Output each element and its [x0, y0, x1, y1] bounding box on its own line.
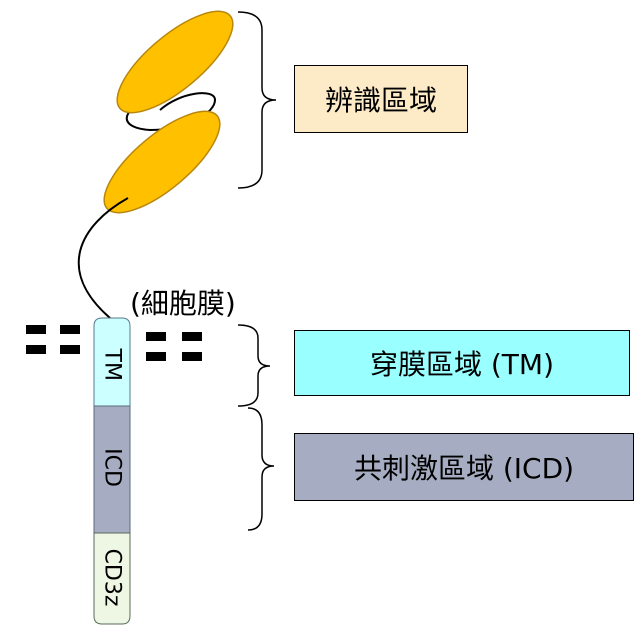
membrane-dash	[60, 345, 80, 354]
membrane-dash	[182, 332, 202, 341]
costimulatory-bracket	[247, 407, 275, 531]
transmembrane-domain-label: 穿膜區域 (TM)	[294, 330, 630, 396]
recognition-domain-label: 辨識區域	[294, 65, 468, 133]
icd-segment	[93, 405, 131, 534]
membrane-label: (細胞膜)	[130, 287, 236, 320]
recognition-domain-upper	[116, 10, 234, 114]
membrane-dash	[26, 345, 46, 354]
transmembrane-bracket	[237, 324, 271, 407]
tm-segment-label: TM	[99, 348, 125, 381]
membrane-dash	[182, 352, 202, 361]
costimulatory-domain-label: 共刺激區域 (ICD)	[294, 433, 634, 501]
membrane-dash	[26, 325, 46, 334]
membrane-dash	[146, 352, 166, 361]
hinge-linker	[77, 197, 129, 319]
membrane-dash	[146, 332, 166, 341]
cd3z-segment-label: CD3z	[99, 548, 125, 607]
tm-segment	[93, 317, 131, 407]
icd-segment-label: ICD	[99, 448, 125, 487]
recognition-domain-lower	[103, 110, 221, 214]
cd3z-segment	[93, 532, 131, 625]
membrane-dash	[60, 325, 80, 334]
recognition-bracket	[237, 11, 277, 189]
